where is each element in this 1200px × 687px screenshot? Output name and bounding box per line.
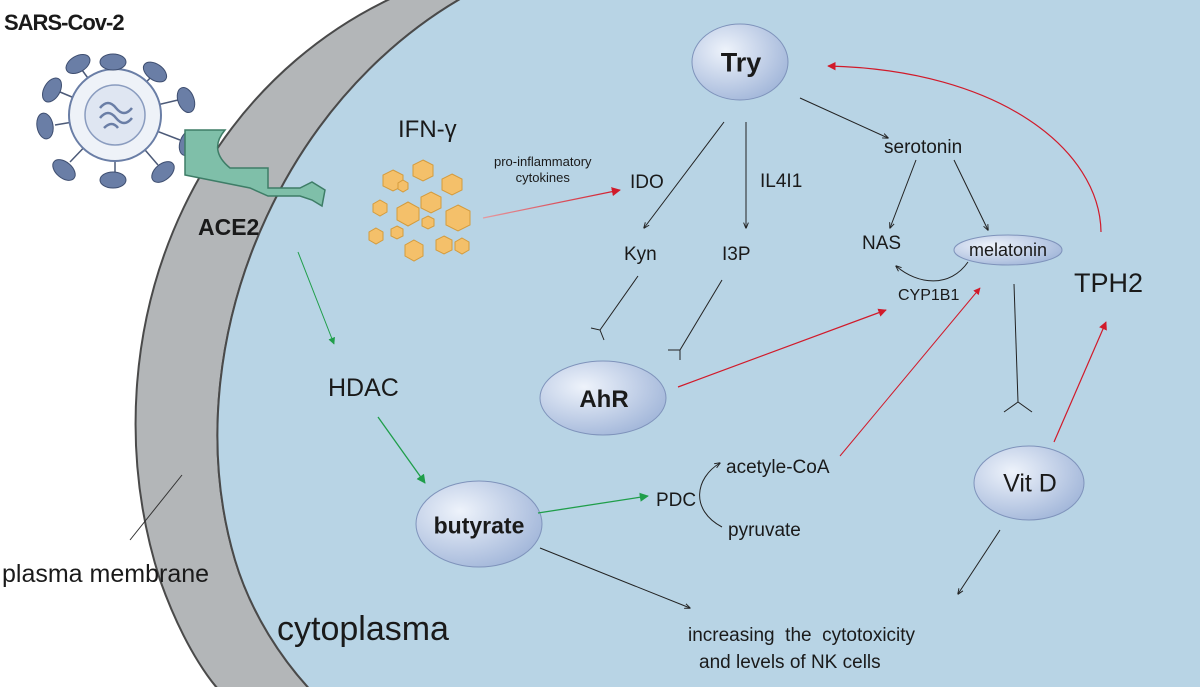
hdac-label: HDAC	[328, 374, 399, 402]
ace2-receptor-icon	[184, 129, 326, 208]
arrow-serotonin-melatonin	[953, 159, 988, 230]
inhibit-kyn-ahr	[590, 275, 639, 341]
arrow-butyrate-pdc	[537, 492, 649, 514]
melatonin-node	[953, 234, 1063, 266]
ahr-node	[539, 360, 667, 436]
sars-cov2-label: SARS-Cov-2	[4, 10, 125, 35]
arrow-ahr-cyp1b1	[677, 308, 887, 388]
cytokine-cluster-icon	[368, 159, 471, 262]
cyp1b1-label: CYP1B1	[898, 287, 960, 304]
ahr-label: AhR	[579, 386, 629, 413]
arrow-hdac-butyrate	[377, 416, 426, 484]
arrow-melatonin-nas	[896, 261, 969, 282]
serotonin-label: serotonin	[884, 137, 963, 158]
plasma-membrane-label: plasma membrane	[2, 560, 210, 588]
pyruvate-label: pyruvate	[728, 520, 801, 541]
butyrate-label: butyrate	[433, 512, 525, 539]
arrow-vitd-tph2	[1053, 321, 1107, 443]
cytoplasm-region	[216, 0, 1200, 687]
arrow-butyrate-nk	[539, 547, 690, 608]
butyrate-node	[415, 480, 543, 568]
arrow-vitd-nk	[958, 529, 1001, 594]
arrow-try-kyn	[644, 121, 725, 228]
kyn-label: Kyn	[624, 244, 657, 265]
try-label: Try	[720, 47, 762, 78]
i3p-label: I3P	[722, 244, 751, 265]
vitd-label: Vit D	[1003, 469, 1057, 498]
nk-effect-line1: increasing the cytotoxicity	[688, 625, 916, 646]
ace2-label: ACE2	[198, 214, 260, 240]
inhibit-melatonin-vitd	[1003, 283, 1033, 413]
arrow-ace2-hdac	[297, 251, 335, 345]
pdc-label: PDC	[656, 490, 697, 511]
try-node	[691, 23, 789, 101]
inhibit-i3p-ahr	[668, 279, 723, 360]
tph2-label: TPH2	[1074, 268, 1144, 298]
arrow-pyruvate-acetyl	[699, 463, 723, 528]
arrow-tph2-try	[827, 61, 1102, 233]
arrow-acetyl-cyp1b1	[839, 287, 981, 457]
arrow-ifn-ido	[482, 187, 621, 219]
ifn-gamma-label: IFN-γ	[398, 116, 457, 143]
nk-effect-line2: and levels of NK cells	[699, 652, 881, 673]
melatonin-label: melatonin	[968, 240, 1048, 260]
arrow-serotonin-nas	[890, 159, 917, 228]
nas-label: NAS	[862, 233, 902, 254]
vitd-node	[973, 445, 1085, 521]
cytoplasma-label: cytoplasma	[277, 610, 449, 648]
virus-icon	[36, 53, 198, 189]
il4i1-label: IL4I1	[760, 171, 803, 192]
arrow-try-serotonin	[799, 97, 888, 138]
plasma-membrane-pointer	[129, 474, 183, 541]
acetyl-coa-label: acetyle-CoA	[726, 457, 830, 478]
proinflammatory-label: pro-inflammatory cytokines	[494, 154, 592, 186]
ido-label: IDO	[630, 172, 664, 193]
